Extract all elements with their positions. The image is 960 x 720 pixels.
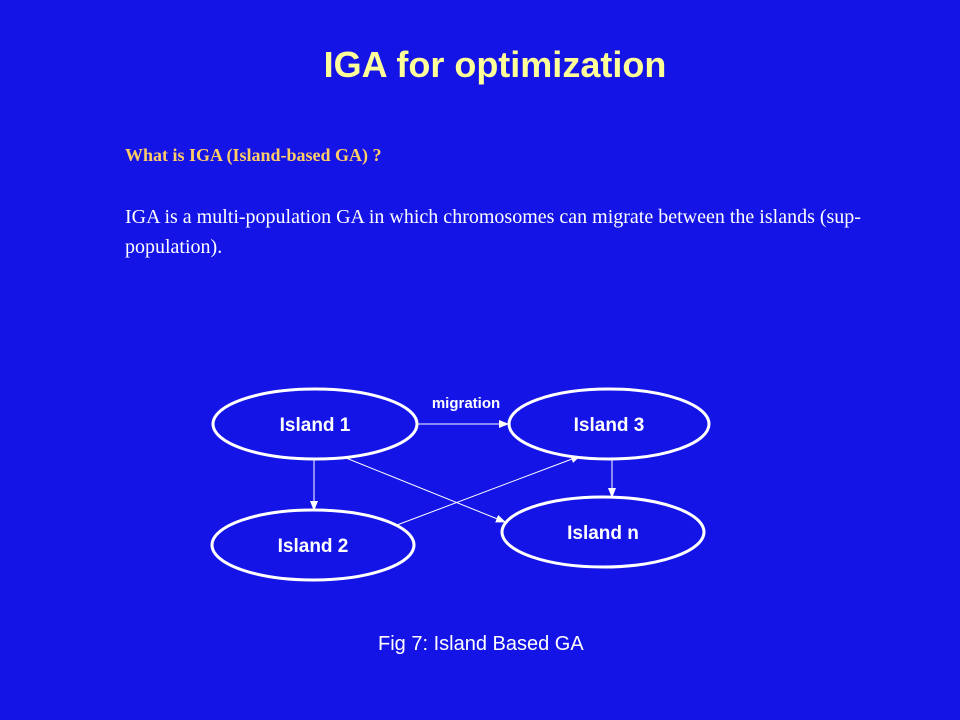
- migration-label: migration: [432, 395, 500, 412]
- edge-island1-to-islandn: [345, 457, 506, 523]
- node-island1-label: Island 1: [280, 415, 351, 436]
- question-heading: What is IGA (Island-based GA) ?: [125, 145, 382, 165]
- node-island3-label: Island 3: [574, 415, 645, 436]
- node-islandn: Island n: [500, 495, 706, 569]
- body-paragraph: IGA is a multi-population GA in which ch…: [125, 206, 861, 258]
- edge-island2-to-island3: [396, 455, 581, 526]
- slide-title: IGA for optimization: [323, 44, 667, 85]
- node-island2: Island 2: [210, 508, 416, 582]
- node-island3: Island 3: [507, 387, 711, 461]
- node-islandn-label: Island n: [567, 523, 639, 544]
- figure-caption: Fig 7: Island Based GA: [378, 633, 584, 655]
- node-island1: Island 1: [211, 387, 419, 461]
- node-island2-label: Island 2: [278, 536, 349, 557]
